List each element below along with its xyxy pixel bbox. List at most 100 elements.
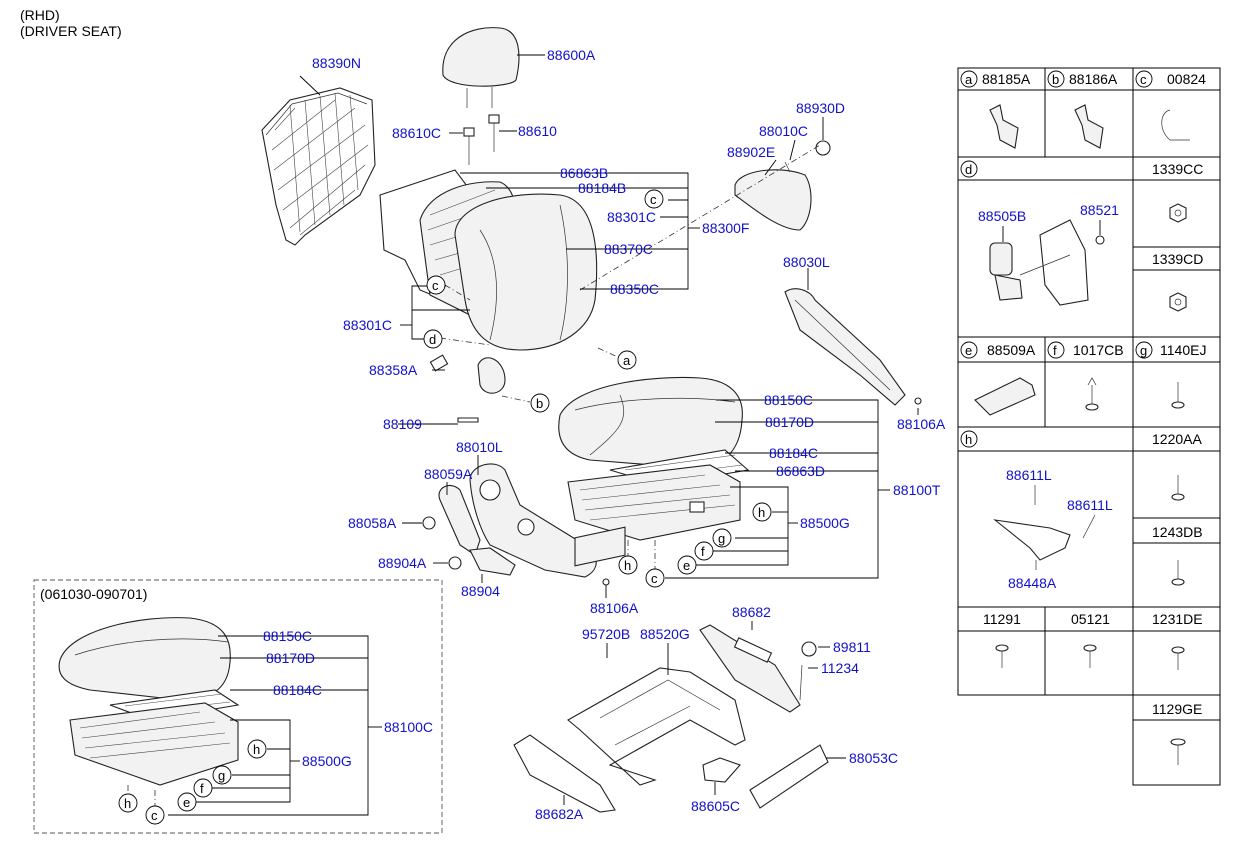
label-88390N: 88390N (312, 55, 361, 71)
legend-code-1017CB: 1017CB (1073, 342, 1124, 358)
label-88106A-right: 88106A (897, 416, 946, 432)
leader-lines (299, 54, 919, 805)
label-89811: 89811 (833, 639, 871, 655)
legend-code-1243DB: 1243DB (1152, 524, 1203, 540)
label-88106A-bottom: 88106A (590, 600, 639, 616)
legend-code-1231DE: 1231DE (1152, 611, 1203, 627)
legend-letter-d: d (965, 162, 972, 177)
side-cover-drawing (784, 288, 922, 406)
seat-back-frame-drawing (261, 87, 376, 246)
legend-table: a 88185A b 88186A c 00824 d 1339CC 1339C… (957, 67, 1221, 786)
callout-d: d (429, 332, 436, 347)
legend-label-88521: 88521 (1080, 202, 1119, 218)
legend-letter-e: e (965, 343, 972, 358)
legend-code-88509A: 88509A (987, 342, 1036, 358)
recliner-cover-drawing (422, 463, 610, 586)
legend-code-88185A: 88185A (982, 71, 1031, 87)
label-88358A: 88358A (369, 362, 418, 378)
callout-h-right: h (758, 505, 765, 520)
callout-e: e (683, 558, 690, 573)
label-88100T: 88100T (893, 482, 941, 498)
phantom-lines (439, 144, 821, 570)
inset-callout-f: f (200, 781, 204, 796)
legend-letter-b: b (1052, 72, 1059, 87)
label-88053C: 88053C (849, 750, 898, 766)
inset-callout-h-right: h (253, 742, 260, 757)
label-88301C-right: 88301C (607, 209, 656, 225)
label-88010C: 88010C (759, 123, 808, 139)
inset-callout-h-bottom: h (124, 796, 131, 811)
callout-c-top: c (650, 192, 657, 207)
legend-code-1220AA: 1220AA (1152, 431, 1202, 447)
label-88058A: 88058A (348, 515, 397, 531)
callout-c-left: c (432, 278, 439, 293)
legend-code-1339CD: 1339CD (1152, 251, 1203, 267)
legend-label-88505B: 88505B (978, 208, 1026, 224)
label-88184B: 88184B (578, 180, 626, 196)
label-88059A: 88059A (424, 466, 473, 482)
callout-h-bottom: h (624, 558, 631, 573)
legend-letter-c: c (1140, 72, 1147, 87)
legend-code-88186A: 88186A (1069, 71, 1118, 87)
legend-code-1339CC: 1339CC (1152, 161, 1203, 177)
inset-callout-e: e (183, 795, 190, 810)
seat-back-pad-drawing (379, 169, 598, 423)
label-88301C-left: 88301C (343, 317, 392, 333)
legend-letter-h: h (965, 432, 972, 447)
label-88682: 88682 (732, 604, 771, 620)
part-labels: 88390N 88600A 88610C 88610 88930D 88010C… (312, 47, 946, 822)
label-88904A: 88904A (378, 555, 427, 571)
label-88150C: 88150C (764, 392, 813, 408)
header-line-driver-seat: (DRIVER SEAT) (20, 23, 122, 39)
label-88170D: 88170D (765, 414, 814, 430)
label-88605C: 88605C (691, 798, 740, 814)
legend-code-1129GE: 1129GE (1152, 701, 1202, 717)
label-88682A: 88682A (535, 806, 584, 822)
label-86863B: 86863B (560, 165, 608, 181)
inset-label-88184C: 88184C (273, 682, 322, 698)
inset-variant-box: (061030-090701) h g f e h c 88150C 88170… (33, 579, 443, 834)
label-88109: 88109 (383, 416, 422, 432)
callout-f: f (701, 544, 705, 559)
callout-letters: c c d a b h g f e h c (423, 189, 772, 588)
inset-callout-g: g (218, 768, 225, 783)
seat-track-drawing (513, 526, 829, 813)
legend-letter-f: f (1053, 343, 1057, 358)
callout-a: a (623, 353, 631, 368)
armrest-drawing (734, 140, 831, 231)
label-88184C: 88184C (769, 445, 818, 461)
inset-label-88170D: 88170D (266, 650, 315, 666)
legend-label-88448A: 88448A (1008, 575, 1057, 591)
headrest-drawing (442, 27, 520, 165)
label-11234: 11234 (821, 660, 859, 676)
inset-label-88100C: 88100C (384, 719, 433, 735)
header-line-rhd: (RHD) (20, 7, 60, 23)
callout-c-bottom: c (651, 571, 658, 586)
label-86863D: 86863D (776, 463, 825, 479)
legend-code-11291: 11291 (983, 611, 1021, 627)
seat-cushion-drawing (558, 376, 750, 541)
label-88610C: 88610C (392, 125, 441, 141)
label-88600A: 88600A (547, 47, 596, 63)
legend-letter-a: a (965, 72, 973, 87)
legend-code-1140EJ: 1140EJ (1160, 342, 1206, 358)
inset-label-88150C: 88150C (263, 628, 312, 644)
legend-label-88611L-1: 88611L (1006, 467, 1052, 483)
label-88902E: 88902E (727, 144, 775, 160)
inset-label-88500G: 88500G (302, 753, 352, 769)
label-88030L: 88030L (783, 254, 830, 270)
label-88520G: 88520G (640, 626, 690, 642)
label-95720B: 95720B (582, 626, 630, 642)
inset-callout-c: c (151, 808, 158, 823)
label-88370C: 88370C (604, 241, 653, 257)
legend-code-05121: 05121 (1071, 611, 1110, 627)
label-88930D: 88930D (796, 100, 845, 116)
callout-b: b (536, 396, 543, 411)
label-88500G: 88500G (800, 515, 850, 531)
legend-code-00824: 00824 (1167, 71, 1206, 87)
inset-date-range: (061030-090701) (40, 586, 147, 602)
legend-label-88611L-2: 88611L (1067, 497, 1113, 513)
label-88010L: 88010L (456, 439, 503, 455)
callout-g: g (718, 531, 725, 546)
